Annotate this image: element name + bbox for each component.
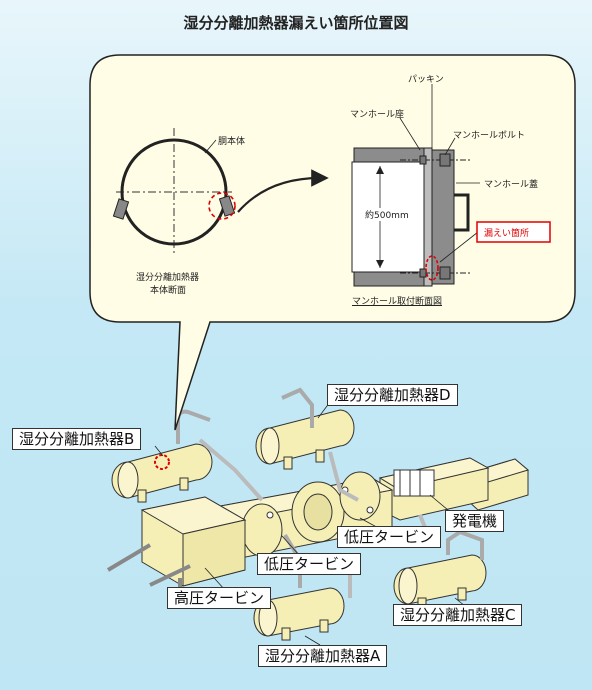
msr-d-shape xyxy=(255,387,359,502)
msr-c-label: 湿分分離加熱器C xyxy=(393,604,523,626)
section-caption-line1: 湿分分離加熱器 xyxy=(136,273,200,283)
section-caption-line2: 本体断面 xyxy=(150,286,187,296)
shell-body-label: 胴本体 xyxy=(218,137,246,147)
detail-caption: マンホール取付断面図 xyxy=(352,297,443,307)
leak-location-label: 漏えい箇所 xyxy=(484,229,530,239)
lp-turbine-label-1: 低圧タービン xyxy=(337,526,442,548)
hp-turbine-label: 高圧タービン xyxy=(167,587,272,609)
page-title: 湿分分離加熱器漏えい箇所位置図 xyxy=(183,14,409,32)
msr-b-label: 湿分分離加熱器B xyxy=(12,428,142,450)
msr-b-shape xyxy=(111,409,264,503)
generator-shape xyxy=(378,457,530,521)
manhole-cover-label: マンホール蓋 xyxy=(484,180,539,190)
msr-d-label: 湿分分離加熱器D xyxy=(327,384,458,406)
manhole-bolt-label: マンホールボルト xyxy=(453,131,526,141)
dimension-label: 約500mm xyxy=(364,208,410,221)
shell-cross-section xyxy=(112,128,236,256)
msr-a-label: 湿分分離加熱器A xyxy=(258,645,388,667)
manhole-seat-label: マンホール座 xyxy=(350,110,405,120)
plant-drawing xyxy=(106,387,530,641)
lp-turbine-label-2: 低圧タービン xyxy=(257,553,362,575)
gasket-label: パッキン xyxy=(408,75,444,85)
callout-bubble xyxy=(89,54,576,431)
hp-turbine-shape xyxy=(106,496,247,600)
generator-label: 発電機 xyxy=(445,510,505,532)
msr-c-shape xyxy=(393,514,487,611)
detail-arrow xyxy=(237,169,329,213)
